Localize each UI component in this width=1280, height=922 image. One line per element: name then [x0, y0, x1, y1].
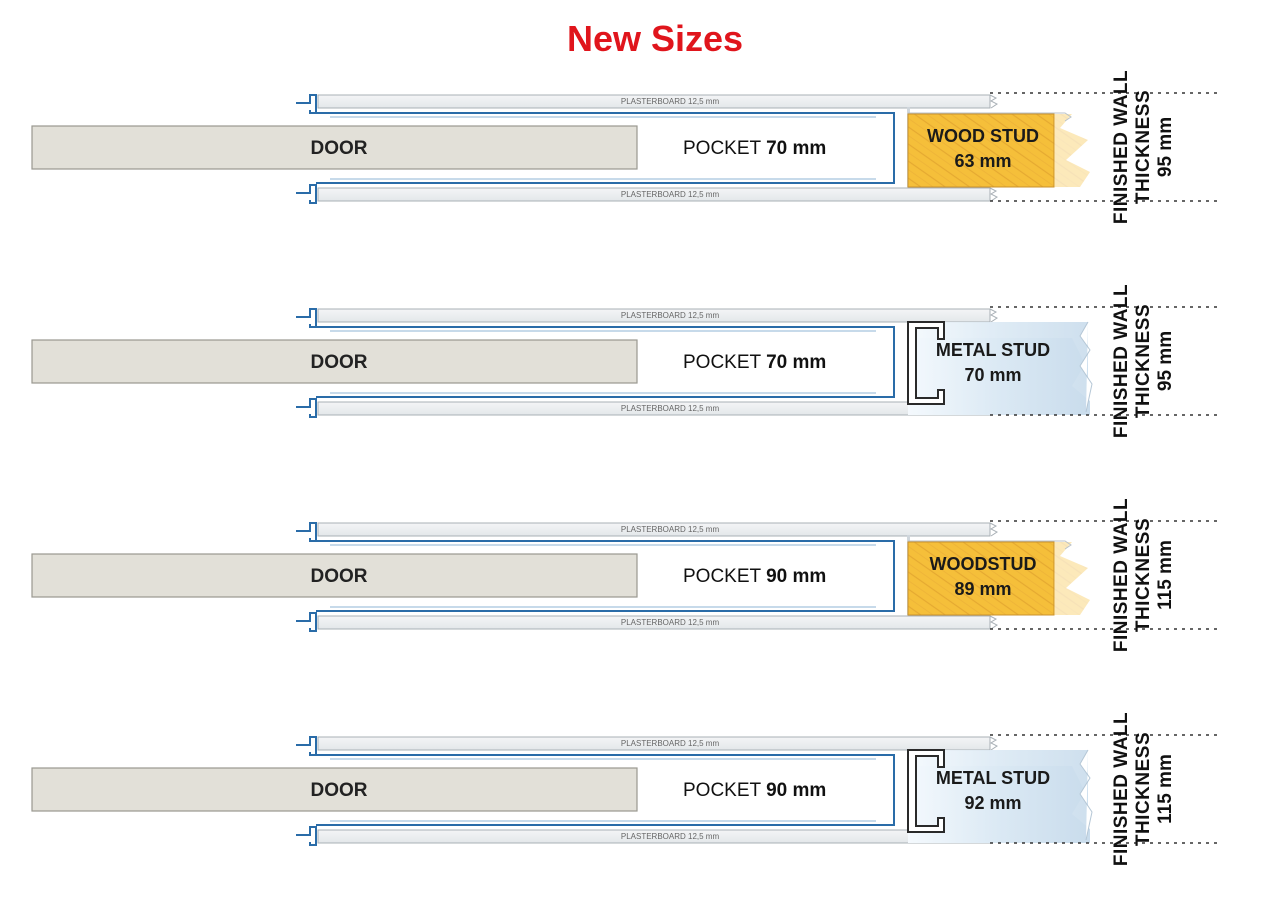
pocket-word: POCKET: [683, 780, 766, 801]
frame-clip-bottom: [296, 612, 317, 632]
pocket-word: POCKET: [683, 138, 766, 159]
wall-label-line1: FINISHED WALL: [1111, 711, 1132, 867]
frame-clip-bottom: [296, 184, 317, 204]
wall-label-line2: THICKNESS: [1133, 303, 1154, 419]
metal-stud-break: [1079, 749, 1093, 841]
frame-end-bracket: [876, 326, 895, 398]
frame-clip-top: [296, 94, 317, 114]
pocket-label: POCKET 90 mm: [683, 566, 826, 587]
plasterboard-bottom: [317, 187, 991, 202]
stud-size-label: 70 mm: [964, 365, 1021, 385]
plasterboard-top-label: PLASTERBOARD 12,5 mm: [621, 739, 720, 748]
plasterboard-top: [317, 522, 991, 537]
stud-size-label: 89 mm: [954, 579, 1011, 599]
pocket-size: 70 mm: [766, 352, 826, 373]
c-channel-icon: [907, 749, 945, 833]
break-mark: [989, 736, 998, 751]
frame-clip-top: [296, 308, 317, 328]
plasterboard-top-label: PLASTERBOARD 12,5 mm: [621, 97, 720, 106]
door-label: DOOR: [311, 780, 368, 801]
wall-label-line1: FINISHED WALL: [1111, 283, 1132, 439]
plasterboard-bottom-label: PLASTERBOARD 12,5 mm: [621, 404, 720, 413]
wall-thickness-value: 95 mm: [1155, 116, 1176, 178]
wall-label-line2: THICKNESS: [1133, 517, 1154, 633]
wall-thickness-value: 115 mm: [1155, 754, 1176, 824]
break-mark: [989, 94, 998, 109]
door-row-3: PLASTERBOARD 12,5 mm PLASTERBOARD 12,5 mm…: [31, 520, 1220, 632]
stud-top-board: [908, 112, 1072, 122]
break-mark: [989, 615, 998, 630]
frame-clip-bottom: [296, 826, 317, 846]
plasterboard-top-label: PLASTERBOARD 12,5 mm: [621, 525, 720, 534]
wall-label-line2: THICKNESS: [1133, 731, 1154, 847]
stud-type-label: WOODSTUD: [930, 554, 1037, 574]
frame-end-bracket: [876, 540, 895, 612]
wall-label-line2: THICKNESS: [1133, 89, 1154, 205]
pocket-size: 90 mm: [766, 566, 826, 587]
door-row-1: PLASTERBOARD 12,5 mm PLASTERBOARD 12,5 mm…: [31, 92, 1220, 204]
stud-type-label: WOOD STUD: [927, 126, 1039, 146]
pocket-label: POCKET 70 mm: [683, 352, 826, 373]
frame-clip-top: [296, 736, 317, 756]
stud-size-label: 63 mm: [954, 151, 1011, 171]
door-row-2: PLASTERBOARD 12,5 mm PLASTERBOARD 12,5 mm…: [31, 306, 1220, 418]
plasterboard-top-label: PLASTERBOARD 12,5 mm: [621, 311, 720, 320]
pocket-size: 90 mm: [766, 780, 826, 801]
plasterboard-bottom-label: PLASTERBOARD 12,5 mm: [621, 618, 720, 627]
stud-type-label: METAL STUD: [936, 768, 1050, 788]
plasterboard-top: [317, 308, 991, 323]
plasterboard-bottom-label: PLASTERBOARD 12,5 mm: [621, 190, 720, 199]
wall-thickness-value: 95 mm: [1155, 330, 1176, 392]
stud-type-label: METAL STUD: [936, 340, 1050, 360]
stud-top-board: [908, 540, 1072, 550]
metal-stud-break: [1079, 321, 1093, 413]
wall-label-line1: FINISHED WALL: [1111, 497, 1132, 653]
break-mark: [989, 522, 998, 537]
frame-clip-bottom: [296, 398, 317, 418]
door-label: DOOR: [311, 352, 368, 373]
door-panel: [31, 339, 638, 384]
pocket-label: POCKET 70 mm: [683, 138, 826, 159]
plasterboard-top: [317, 736, 991, 751]
plasterboard-top: [317, 94, 991, 109]
break-mark: [989, 187, 998, 202]
door-label: DOOR: [311, 138, 368, 159]
wood-stud-break: [1054, 542, 1090, 615]
frame-end-bracket: [876, 112, 895, 184]
break-mark: [989, 308, 998, 323]
door-panel: [31, 767, 638, 812]
door-row-4: PLASTERBOARD 12,5 mm PLASTERBOARD 12,5 mm…: [31, 734, 1220, 846]
page-title: New Sizes: [566, 18, 744, 59]
plasterboard-bottom-label: PLASTERBOARD 12,5 mm: [621, 832, 720, 841]
door-panel: [31, 125, 638, 170]
wall-thickness-value: 115 mm: [1155, 540, 1176, 610]
frame-clip-top: [296, 522, 317, 542]
pocket-word: POCKET: [683, 352, 766, 373]
stud-size-label: 92 mm: [964, 793, 1021, 813]
wall-label-line1: FINISHED WALL: [1111, 69, 1132, 225]
frame-end-bracket: [876, 754, 895, 826]
plasterboard-bottom: [317, 615, 991, 630]
door-panel: [31, 553, 638, 598]
door-label: DOOR: [311, 566, 368, 587]
pocket-size: 70 mm: [766, 138, 826, 159]
wood-stud-break: [1054, 114, 1090, 187]
c-channel-icon: [907, 321, 945, 405]
pocket-label: POCKET 90 mm: [683, 780, 826, 801]
pocket-word: POCKET: [683, 566, 766, 587]
